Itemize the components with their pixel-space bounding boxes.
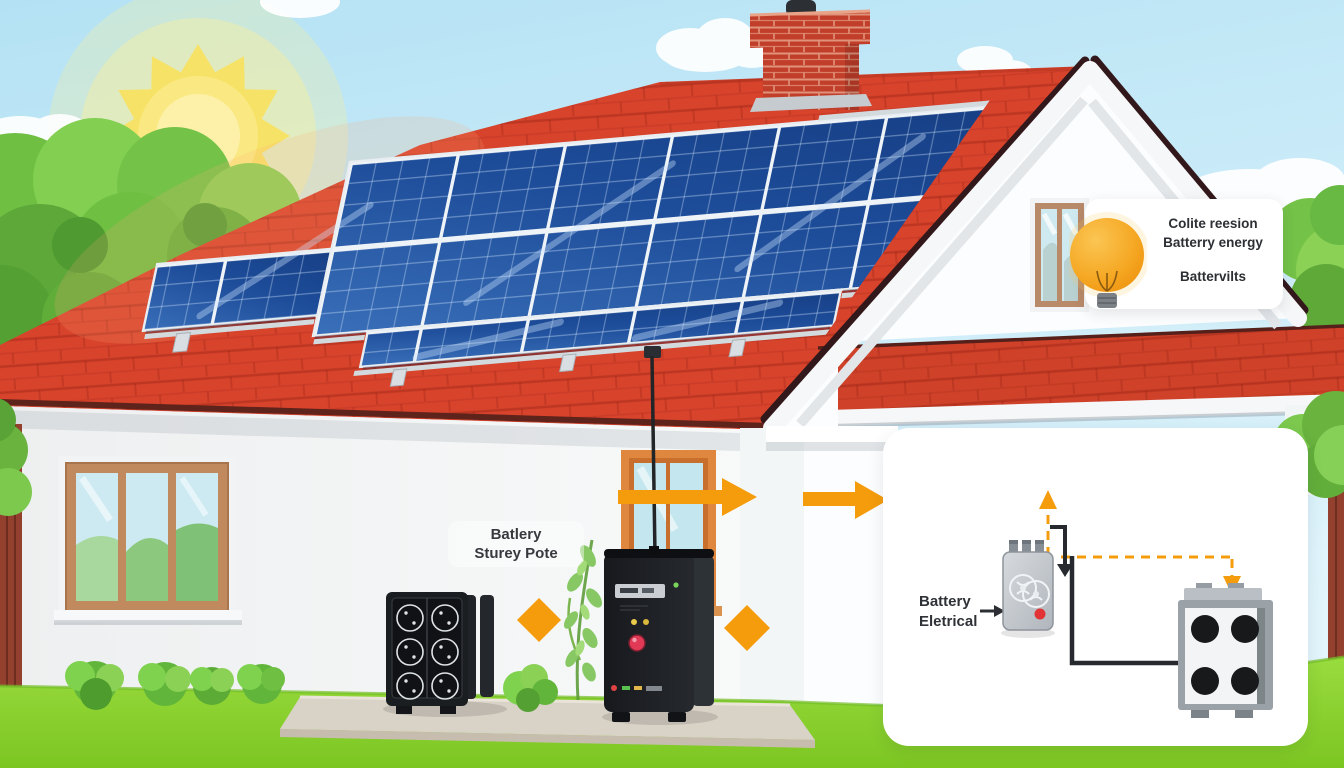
wing-roof (817, 324, 1344, 495)
flow-diamond-icon (517, 598, 561, 642)
callout-line-2: Batterry energy (1163, 235, 1263, 250)
red-indicator-dot (1034, 608, 1046, 620)
battery-tower (602, 546, 718, 725)
solar-panel-array (141, 100, 995, 387)
label-arrowhead (994, 605, 1005, 617)
callout-line-1: Colite reesion (1168, 216, 1258, 231)
wire-arrowheads (1057, 564, 1196, 671)
house-walls (0, 406, 898, 704)
lightbulb-callout-card: Colite reesion Batterry energy Battervil… (1069, 199, 1283, 309)
front-bushes (65, 661, 558, 712)
tree-foliage-right (1268, 185, 1344, 336)
wire-lines (1050, 525, 1186, 666)
flow-arrow-icon (618, 478, 757, 516)
battery-cabinet (383, 592, 507, 717)
bush-left-edge (0, 398, 32, 516)
plant (563, 539, 602, 701)
dashed-flow-lines (1046, 510, 1234, 578)
chimney (749, 0, 872, 112)
wall-label-line-1: Batlery (490, 526, 542, 543)
battery-storage-label: Batlery Sturey Pote (448, 521, 584, 567)
gable-window (1030, 198, 1089, 312)
flow-arrow-icon (803, 481, 888, 519)
diagram-label-line-2: Eletrical (919, 613, 977, 630)
inverter-device-icon (1001, 540, 1055, 638)
tree-foliage-left (0, 118, 335, 375)
energy-flow-arrows (517, 478, 888, 651)
wall-label-line-2: Sturey Pote (474, 545, 558, 562)
callout-line-3: Battervilts (1179, 269, 1247, 284)
energy-flow-diagram-panel: Battery Eletrical (883, 428, 1308, 746)
power-wire (644, 346, 661, 557)
lightbulb-icon (1069, 212, 1147, 308)
flow-diamond-icon (724, 605, 770, 651)
battery-box-icon (1178, 583, 1273, 718)
dashed-flow-arrowheads (1039, 490, 1241, 595)
left-window (54, 456, 242, 625)
flow-diagram: Battery Eletrical (919, 490, 1273, 718)
fence-right (1328, 487, 1344, 665)
diagram-label-line-1: Battery (919, 593, 971, 610)
